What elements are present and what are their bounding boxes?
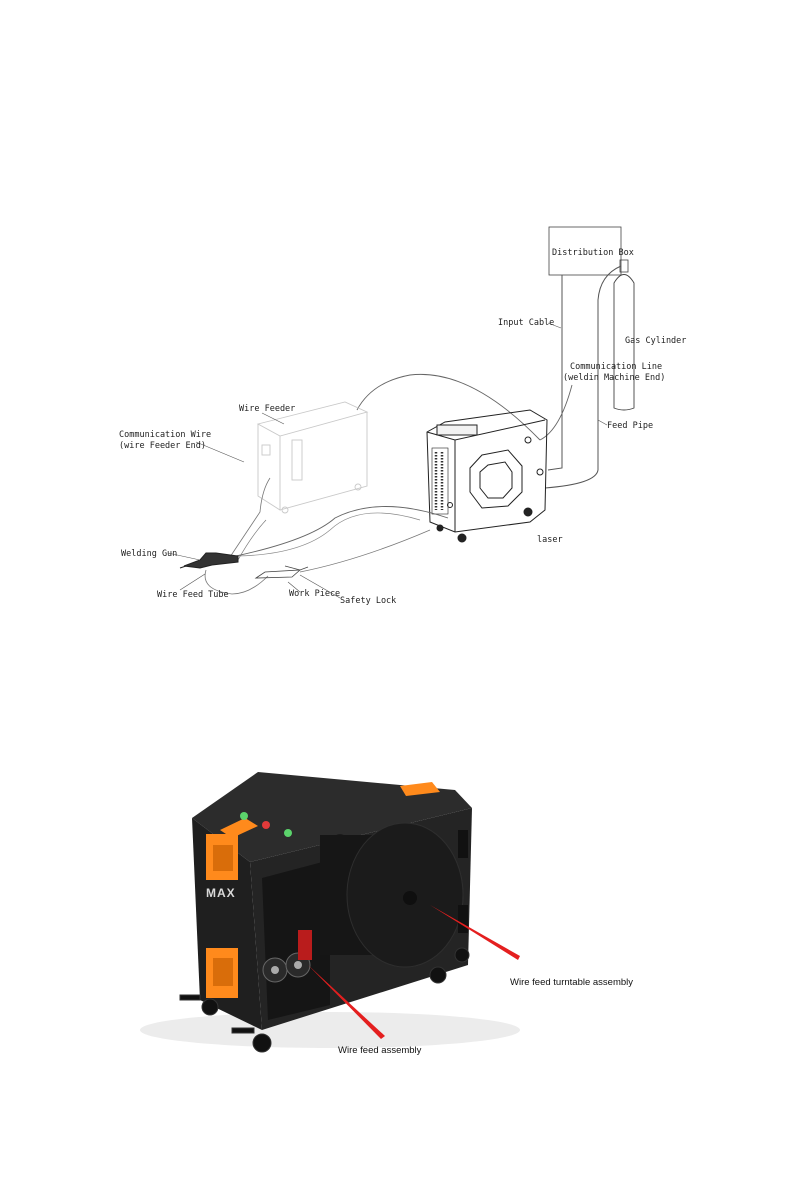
start-button: [284, 829, 292, 837]
caption-turntable: Wire feed turntable assembly: [510, 977, 633, 988]
caption-wire-feed: Wire feed assembly: [338, 1045, 422, 1056]
brand-logo: MAX: [206, 886, 236, 900]
indicator-light: [240, 812, 248, 820]
stop-button: [262, 821, 270, 829]
